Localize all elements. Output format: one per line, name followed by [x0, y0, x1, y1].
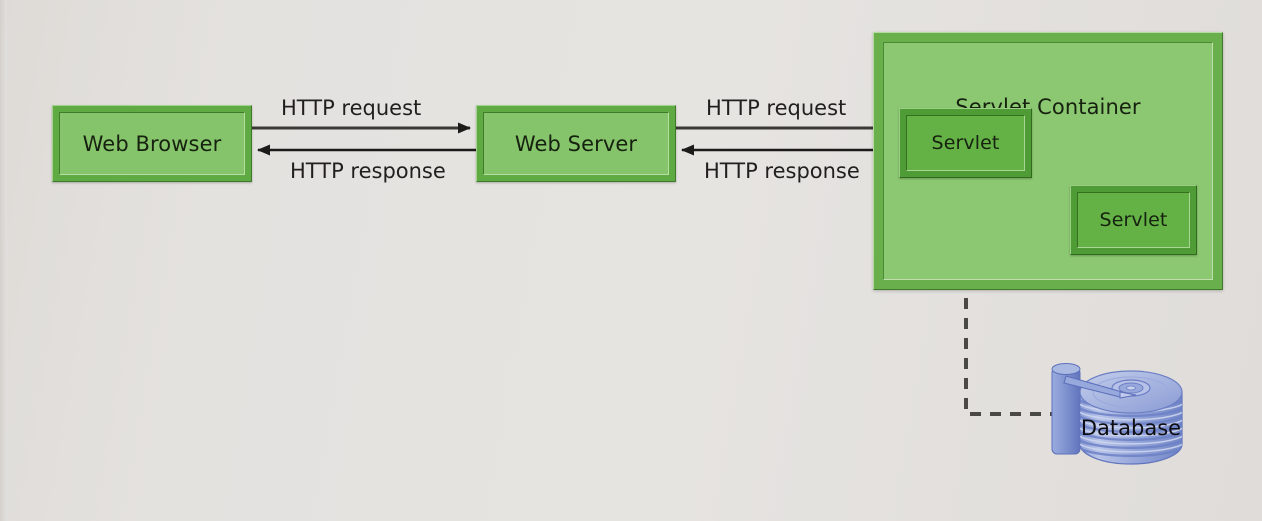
web-server-label: Web Server: [514, 131, 638, 156]
database-node[interactable]: Database: [1036, 340, 1226, 485]
web-browser-label: Web Browser: [82, 131, 222, 156]
servlet-box-1-label: Servlet: [931, 132, 1000, 154]
servlet-box-1-face: [906, 115, 1025, 171]
web-browser-box[interactable]: Web Browser: [52, 105, 252, 182]
servlet-box-1[interactable]: Servlet: [899, 108, 1032, 178]
web-server-face: [483, 112, 669, 175]
servlet-box-2-label: Servlet: [1099, 209, 1168, 231]
edge-label-browser-server-request: HTTP request: [281, 96, 422, 120]
edge-label-server-browser-response: HTTP response: [290, 159, 446, 183]
edge-label-server-servlet-request: HTTP request: [706, 96, 847, 120]
database-actuator: [1051, 363, 1081, 455]
database-ribs: [1080, 395, 1182, 458]
web-browser-face: [59, 112, 245, 175]
database-top-platter: [1079, 370, 1183, 414]
edge-label-servlet-server-response: HTTP response: [704, 159, 860, 183]
database-icon: [1051, 363, 1183, 465]
database-label: Database: [1080, 416, 1182, 440]
servlet-box-2[interactable]: Servlet: [1070, 185, 1197, 255]
database-read-arm: [1063, 375, 1137, 399]
web-server-box[interactable]: Web Server: [476, 105, 676, 182]
servlet-box-2-face: [1077, 192, 1190, 248]
